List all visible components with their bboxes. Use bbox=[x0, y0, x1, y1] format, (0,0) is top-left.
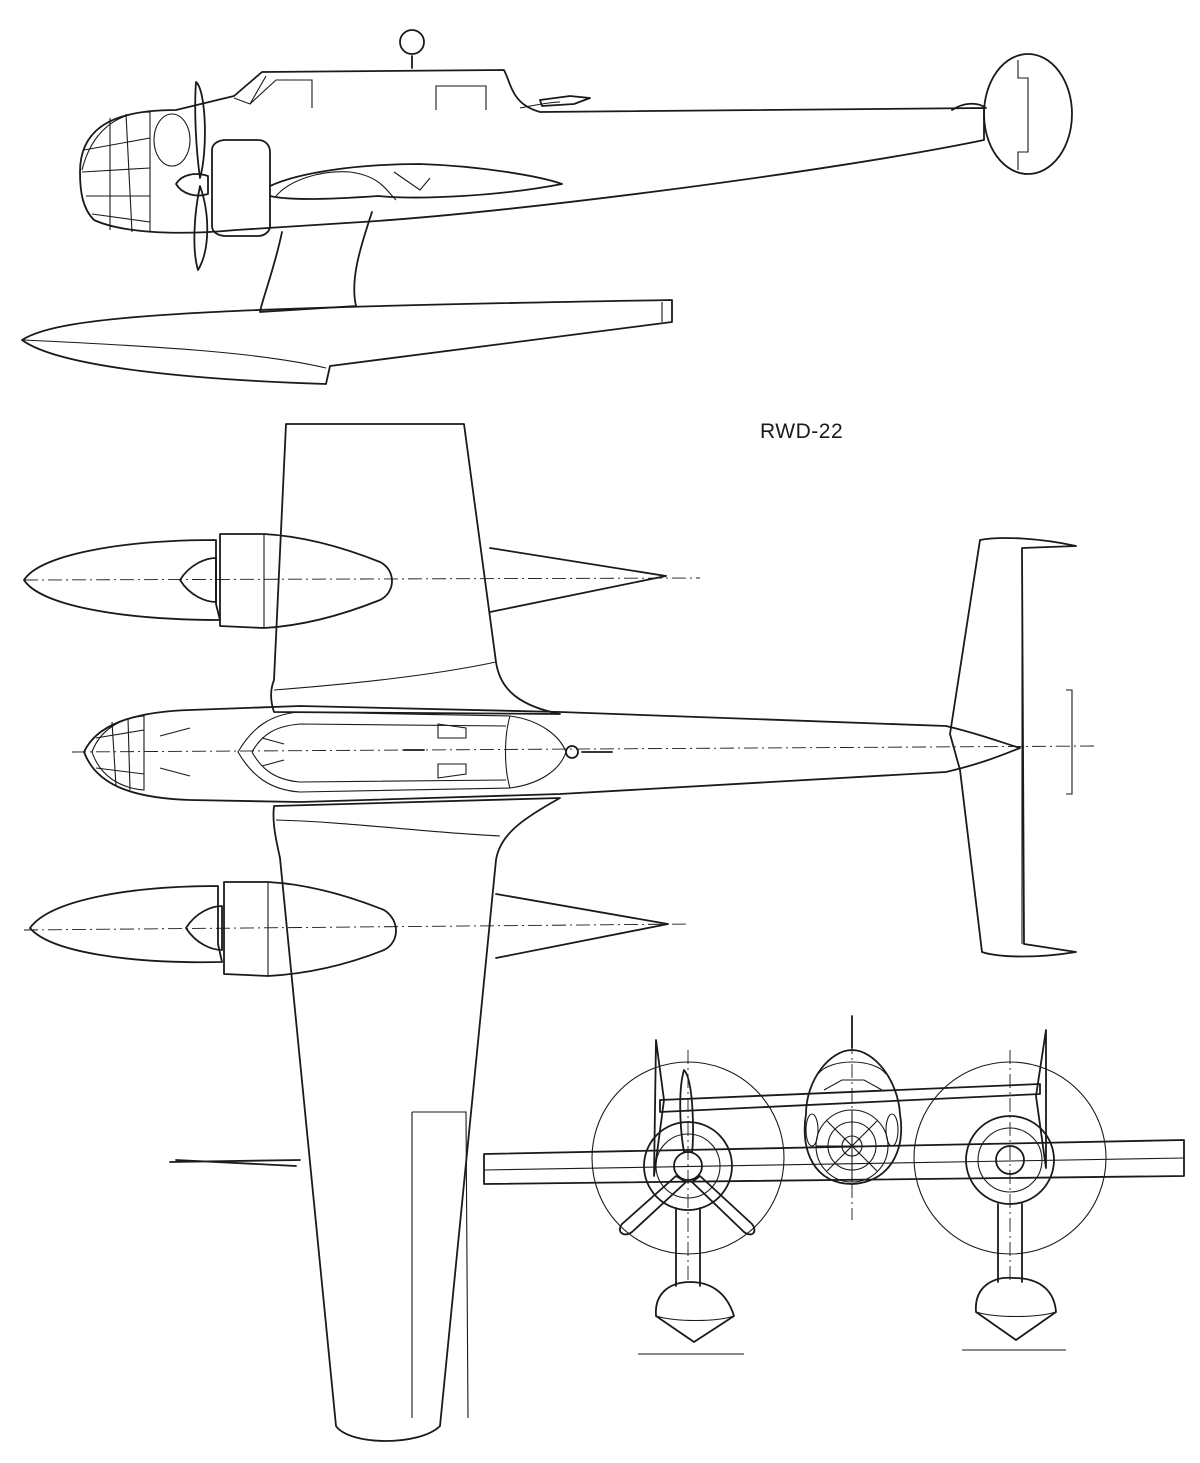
aircraft-designation: RWD-22 bbox=[760, 420, 844, 443]
front-view bbox=[483, 1015, 1185, 1355]
top-view bbox=[23, 423, 1097, 1442]
side-view bbox=[21, 29, 1073, 385]
